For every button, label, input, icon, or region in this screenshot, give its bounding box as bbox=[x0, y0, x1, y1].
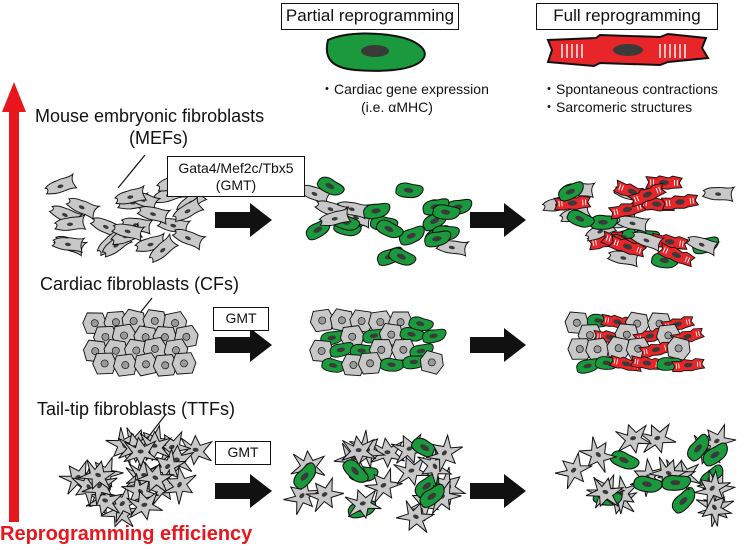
cm-cell bbox=[660, 193, 700, 211]
cf-cell bbox=[357, 351, 384, 375]
full-note-2: ・Sarcomeric structures bbox=[542, 99, 693, 115]
full-notes: ・Spontaneous contractions ・Sarcomeric st… bbox=[542, 80, 718, 116]
mef-full-cluster bbox=[541, 175, 735, 271]
cf-cell bbox=[91, 352, 118, 375]
process-arrows bbox=[215, 203, 526, 508]
full-header-cell bbox=[546, 32, 710, 68]
gmt-factor-line2: (GMT) bbox=[215, 177, 257, 193]
mef-partial-cluster bbox=[297, 173, 474, 270]
partial-notes: ・Cardiac gene expression (i.e. αMHC) bbox=[320, 80, 489, 116]
cf-cell bbox=[170, 351, 198, 375]
cf-full-cluster bbox=[563, 311, 706, 375]
cf-label: Cardiac fibroblasts (CFs) bbox=[40, 274, 240, 294]
full-reprogramming-title: Full reprogramming bbox=[536, 3, 718, 30]
partial-header-cell bbox=[325, 32, 426, 72]
ttf-full-cluster bbox=[551, 419, 740, 531]
mef-cell bbox=[51, 233, 85, 254]
efficiency-axis-label: Reprogramming efficiency bbox=[0, 523, 253, 545]
ttf-partial-cluster bbox=[279, 426, 471, 539]
partial-reprogramming-title: Partial reprogramming bbox=[281, 3, 459, 30]
full-note-1: ・Spontaneous contractions bbox=[542, 81, 718, 97]
ttf-label: Tail-tip fibroblasts (TTFs) bbox=[37, 399, 236, 419]
cf-partial-cluster bbox=[308, 307, 448, 377]
grn-cell bbox=[394, 181, 425, 201]
mef-cell bbox=[43, 173, 78, 197]
mef-cell bbox=[701, 183, 735, 203]
efficiency-arrow bbox=[2, 82, 26, 522]
gmt-factor-box-mefs: Gata4/Mef2c/Tbx5 (GMT) bbox=[167, 156, 305, 197]
gmt-factor-box-cfs: GMT bbox=[213, 307, 269, 331]
gmt-factor-line1: Gata4/Mef2c/Tbx5 bbox=[178, 160, 294, 176]
partial-note-2: (i.e. αMHC) bbox=[361, 99, 433, 115]
partial-note-1: ・Cardiac gene expression bbox=[320, 81, 489, 97]
ttf-cluster bbox=[55, 420, 215, 533]
gmt-factor-box-ttfs: GMT bbox=[215, 441, 271, 465]
cf-cluster bbox=[81, 307, 201, 378]
mef-label-abbrev: (MEFs) bbox=[129, 128, 188, 148]
mef-label: Mouse embryonic fibroblasts bbox=[35, 106, 265, 126]
grn-cell bbox=[396, 223, 428, 248]
